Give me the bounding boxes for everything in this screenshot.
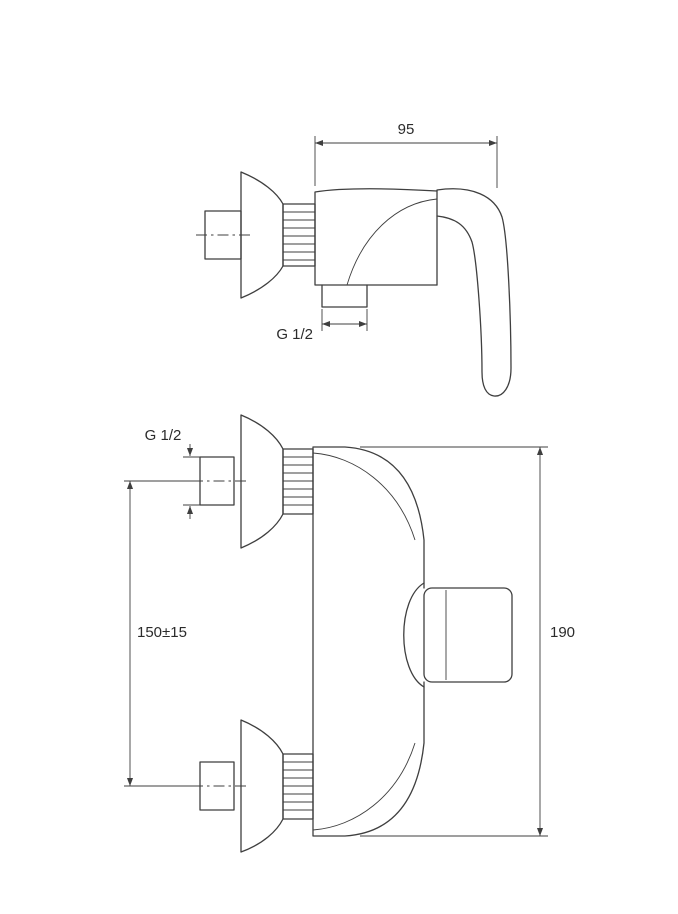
thread-lines [283,211,315,261]
inlet-thread-label: G 1/2 [145,427,182,444]
depth-dimension-label: 95 [398,121,415,138]
thread-body [282,753,314,820]
body-outline [312,446,425,837]
side-view: 95 [196,121,512,397]
mixer-body-front [312,446,425,837]
outlet-thread-label: G 1/2 [276,326,313,343]
threaded-connector-side [282,203,316,267]
mixer-body-side [314,188,438,286]
cartridge-boss-curve [403,582,425,688]
top-threaded-connector [282,448,314,515]
handle-block [423,587,513,683]
thread-lines [283,456,313,506]
bottom-wall-flange [240,719,284,853]
body-outline [314,188,438,286]
dimension-inlet-spacing: 150±15 [124,480,196,787]
height-dimension-label: 190 [550,624,575,641]
lever-handle-front [423,587,513,683]
bottom-threaded-connector [282,753,314,820]
dimension-inlet-thread: G 1/2 [145,427,200,519]
thread-body [282,203,316,267]
body-contour-line [346,198,438,286]
shower-outlet [321,284,368,308]
inlet-spacing-label: 150±15 [137,624,187,641]
dimension-outlet-thread: G 1/2 [276,309,368,343]
dimension-depth: 95 [314,121,498,188]
dimension-height: 190 [360,446,575,837]
thread-lines [283,761,313,811]
supply-pipe-side [196,210,250,260]
lever-handle-side [436,188,512,397]
bottom-supply-pipe [192,761,246,811]
top-supply-pipe [192,456,246,506]
top-wall-flange [240,414,284,549]
body-shoulder-line-bottom [312,742,416,831]
body-shoulder-line-top [312,452,416,541]
front-view: G 1/2 150±15 [124,414,575,853]
thread-body [282,448,314,515]
